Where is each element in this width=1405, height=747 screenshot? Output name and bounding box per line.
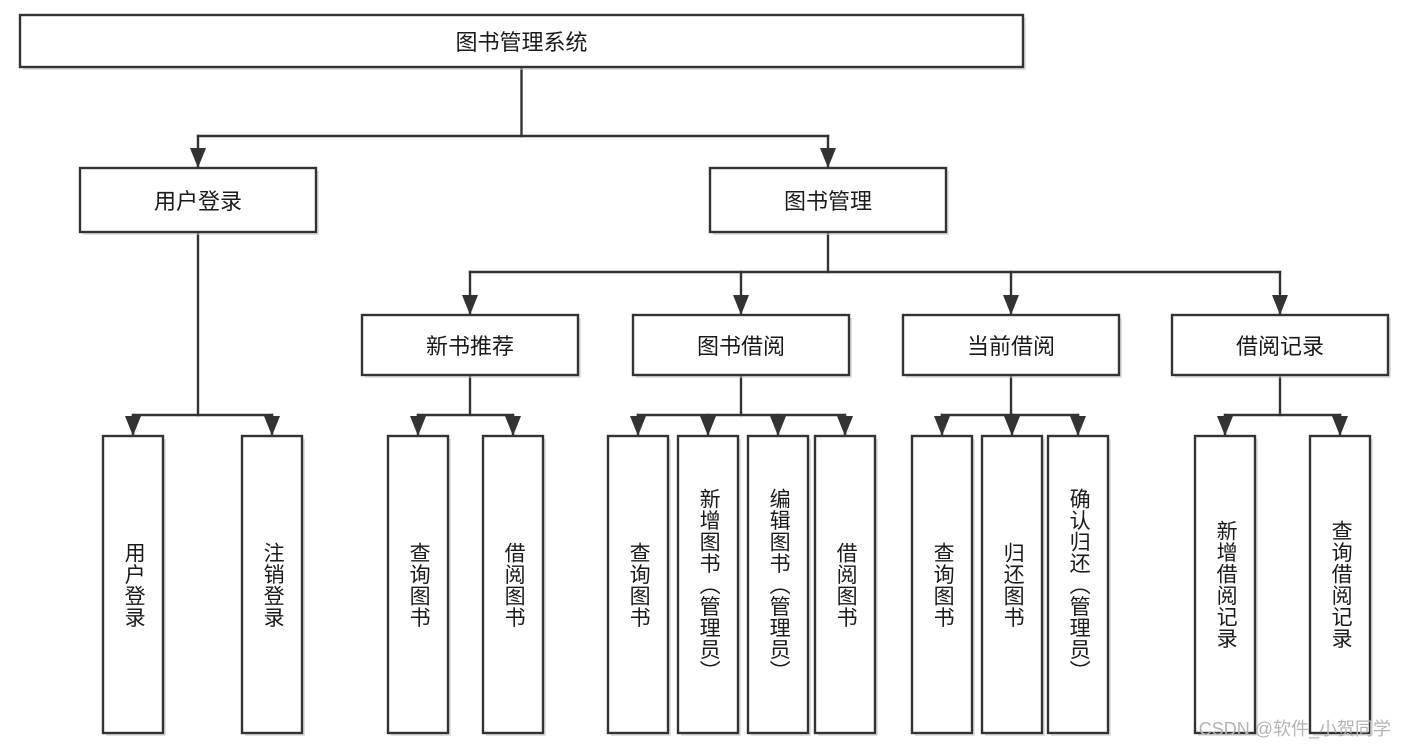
node-box[interactable] — [240, 434, 304, 735]
watermark-text: CSDN @软件_小贺同学 — [1198, 719, 1391, 739]
arrow-head-books-3 — [1272, 295, 1288, 315]
node-box[interactable] — [386, 434, 450, 735]
node-box[interactable] — [910, 434, 974, 735]
node-box[interactable] — [481, 434, 545, 735]
node-leaf-7[interactable] — [813, 434, 878, 736]
node-box[interactable] — [708, 166, 948, 234]
arrow-head-books-0 — [462, 295, 478, 315]
arrow-head-newbooks-1 — [505, 416, 521, 436]
node-leaf-3[interactable] — [481, 434, 546, 736]
arrow-head-books-1 — [733, 295, 749, 315]
arrow-head-userlogin-1 — [264, 416, 280, 436]
boxes-layer — [18, 13, 1391, 736]
node-leaf-4[interactable] — [606, 434, 671, 736]
node-level2-0[interactable] — [360, 313, 581, 378]
node-box[interactable] — [18, 13, 1025, 69]
arrow-head-records-0 — [1217, 416, 1233, 436]
arrow-head-newbooks-0 — [410, 416, 426, 436]
arrow-head-userlogin-0 — [125, 416, 141, 436]
connectors-layer — [125, 65, 1348, 437]
node-box[interactable] — [676, 434, 740, 735]
node-level1-1[interactable] — [708, 166, 949, 235]
arrow-head-borrow-0 — [630, 416, 646, 436]
node-box[interactable] — [901, 313, 1121, 377]
arrow-head-current-0 — [934, 416, 950, 436]
node-level1-0[interactable] — [78, 166, 319, 235]
arrow-head-borrow-3 — [837, 416, 853, 436]
node-level2-3[interactable] — [1170, 313, 1391, 378]
node-box[interactable] — [606, 434, 670, 735]
node-leaf-9[interactable] — [980, 434, 1045, 736]
node-box[interactable] — [1046, 434, 1110, 735]
node-box[interactable] — [746, 434, 810, 735]
node-level2-2[interactable] — [901, 313, 1122, 378]
node-leaf-0[interactable] — [101, 434, 166, 736]
node-root-0[interactable] — [18, 13, 1026, 70]
node-box[interactable] — [78, 166, 318, 234]
node-box[interactable] — [1193, 434, 1257, 735]
arrow-head-root-0 — [190, 148, 206, 168]
node-box[interactable] — [1308, 434, 1372, 735]
node-box[interactable] — [980, 434, 1044, 735]
node-leaf-11[interactable] — [1193, 434, 1258, 736]
arrow-head-borrow-2 — [770, 416, 786, 436]
node-leaf-6[interactable] — [746, 434, 811, 736]
node-box[interactable] — [360, 313, 580, 377]
node-box[interactable] — [101, 434, 165, 735]
node-box[interactable] — [631, 313, 851, 377]
arrow-head-borrow-1 — [700, 416, 716, 436]
node-leaf-12[interactable] — [1308, 434, 1373, 736]
node-leaf-10[interactable] — [1046, 434, 1111, 736]
arrow-head-current-2 — [1070, 416, 1086, 436]
node-leaf-1[interactable] — [240, 434, 305, 736]
arrow-head-books-2 — [1003, 295, 1019, 315]
node-leaf-5[interactable] — [676, 434, 741, 736]
node-box[interactable] — [813, 434, 877, 735]
arrow-head-current-1 — [1004, 416, 1020, 436]
node-leaf-2[interactable] — [386, 434, 451, 736]
node-level2-1[interactable] — [631, 313, 852, 378]
arrow-head-records-1 — [1332, 416, 1348, 436]
node-leaf-8[interactable] — [910, 434, 975, 736]
arrow-head-root-1 — [820, 148, 836, 168]
node-box[interactable] — [1170, 313, 1390, 377]
